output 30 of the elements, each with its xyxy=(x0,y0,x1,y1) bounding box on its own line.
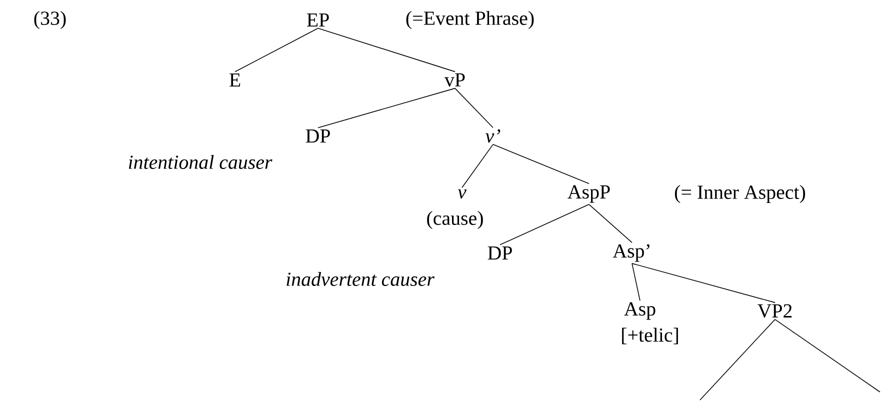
branch-line xyxy=(500,204,590,246)
node-annotation: inadvertent causer xyxy=(286,272,434,286)
tree-node-label: DP xyxy=(488,246,512,260)
tree-node-label: v xyxy=(458,189,466,199)
node-annotation: [+telic] xyxy=(622,328,678,344)
note-text: (= Inner Aspect) xyxy=(674,184,806,204)
tree-node-label: AspP xyxy=(568,185,610,203)
branch-line xyxy=(454,88,494,128)
branch-line xyxy=(588,204,632,243)
node-annotation: intentional causer xyxy=(128,154,272,170)
tree-node-label: v’ xyxy=(486,129,500,143)
branch-line xyxy=(632,263,776,303)
branch-line xyxy=(700,319,776,400)
branch-line xyxy=(774,319,880,392)
example-number: (33) xyxy=(34,10,66,30)
branch-line xyxy=(234,28,318,72)
tree-node-label: vP xyxy=(444,73,465,87)
note-text: (=Event Phrase) xyxy=(406,10,534,30)
tree-node-label: E xyxy=(230,73,240,87)
node-annotation: (cause) xyxy=(427,210,483,230)
branch-line xyxy=(492,144,590,184)
tree-node-label: Asp xyxy=(624,302,656,320)
branch-line xyxy=(462,144,494,188)
tree-node-label: VP2 xyxy=(758,304,792,318)
branch-line xyxy=(632,263,640,302)
branch-line xyxy=(318,88,456,128)
tree-node-label: Asp’ xyxy=(612,244,650,262)
tree-node-label: EP xyxy=(306,13,329,27)
branch-line xyxy=(318,28,456,72)
tree-node-label: DP xyxy=(306,129,330,143)
